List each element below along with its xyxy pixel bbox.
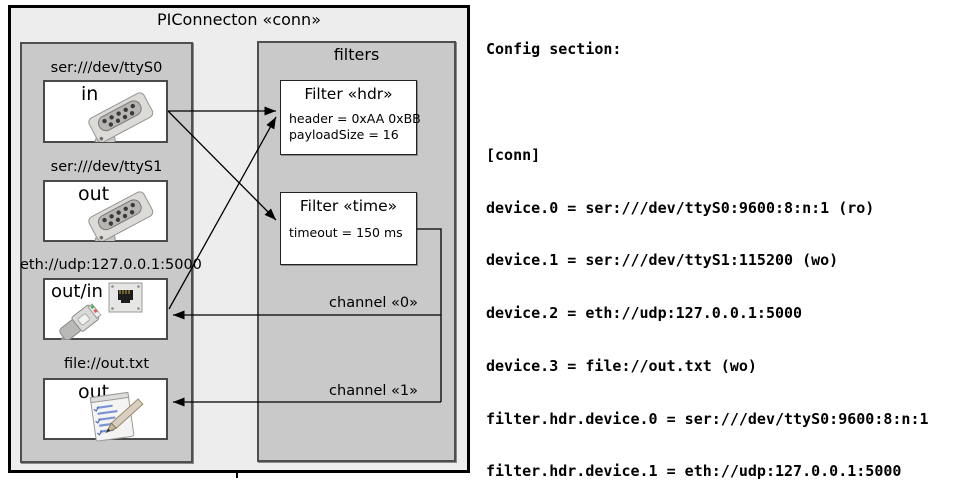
device-direction: in [81, 83, 99, 105]
config-blank-line [486, 94, 938, 112]
device-label-eth: eth://udp:127.0.0.1:5000 [20, 257, 202, 273]
config-section: Config section: [conn] device.0 = ser://… [486, 6, 938, 484]
device-box-ttys1: out [43, 180, 168, 242]
filters-group-title: filters [333, 45, 380, 64]
channel-0-label: channel «0» [329, 295, 418, 311]
device-box-ttys0: in [43, 80, 168, 143]
ethernet-plug-icon [59, 303, 102, 340]
ethernet-jack-icon [108, 282, 143, 313]
filter-hdr-title: Filter «hdr» [304, 85, 393, 103]
device-label-ttys1: ser:///dev/ttyS1 [50, 159, 163, 175]
config-line: filter.hdr.device.0 = ser:///dev/ttyS0:9… [486, 409, 929, 428]
device-box-eth: out/in [43, 278, 168, 340]
filter-time-title: Filter «time» [299, 197, 398, 215]
config-line: device.1 = ser:///dev/ttyS1:115200 (wo) [486, 251, 839, 270]
config-line: device.0 = ser:///dev/ttyS0:9600:8:n:1 (… [486, 198, 875, 217]
filter-property: header = 0xAA 0xBB [289, 111, 421, 126]
config-heading: Config section: [486, 40, 622, 59]
border-tick [236, 470, 238, 478]
config-line: device.2 = eth://udp:127.0.0.1:5000 [486, 304, 803, 323]
channel-1-label: channel «1» [329, 383, 418, 399]
filter-time-properties: timeout = 150 ms [289, 225, 403, 241]
diagram-title: PIConnecton «conn» [157, 10, 321, 29]
device-box-file: out [43, 378, 168, 442]
device-label-ttys0: ser:///dev/ttyS0 [50, 60, 163, 76]
device-direction: out/in [51, 281, 103, 302]
config-line: [conn] [486, 145, 541, 164]
device-direction: out [78, 183, 110, 205]
filter-property: payloadSize = 16 [289, 127, 399, 142]
notepad-icon [89, 391, 144, 442]
filter-time-box: Filter «time» timeout = 150 ms [280, 192, 417, 265]
filter-hdr-properties: header = 0xAA 0xBB payloadSize = 16 [289, 111, 421, 143]
filter-property: timeout = 150 ms [289, 225, 403, 240]
config-line: filter.hdr.device.1 = eth://udp:127.0.0.… [486, 462, 902, 481]
device-label-file: file://out.txt [63, 356, 150, 372]
serial-connector-icon [88, 92, 154, 142]
filter-hdr-box: Filter «hdr» header = 0xAA 0xBB payloadS… [280, 80, 421, 155]
config-line: device.3 = file://out.txt (wo) [486, 356, 757, 375]
serial-connector-icon [88, 191, 154, 241]
